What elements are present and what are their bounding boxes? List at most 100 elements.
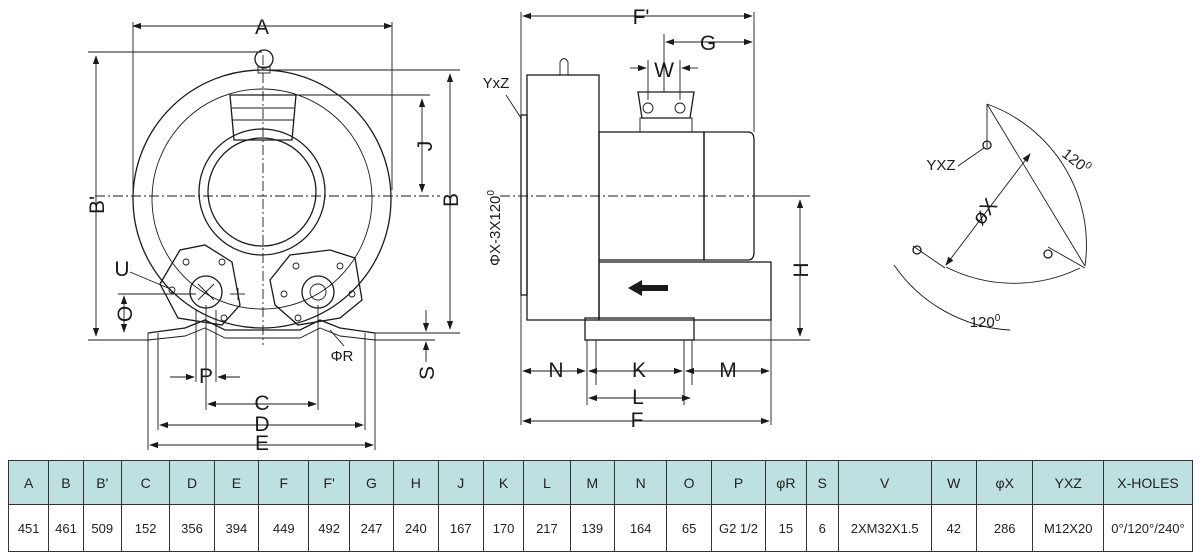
header-H: H [393, 460, 439, 505]
cell-W: 42 [930, 504, 977, 552]
label-phiR: ΦR [331, 348, 354, 365]
technical-drawing: A B' B J U O P C D E [86, 6, 1094, 450]
cell-B-prime: 509 [82, 504, 122, 552]
header-V: V [837, 460, 932, 505]
header-G: G [348, 460, 395, 505]
degree-mark: 0 [486, 190, 497, 196]
cell-M: 139 [569, 504, 615, 552]
header-phiR: φR [765, 460, 807, 505]
inlet-flange [159, 244, 241, 326]
cell-X-HOLES: 0°/120°/240° [1103, 504, 1193, 552]
dim-label-K: K [632, 359, 646, 382]
cell-N: 164 [613, 504, 668, 552]
table-row: 451 461 509 152 356 394 449 492 247 240 … [7, 504, 1193, 552]
label-flange-YXZ: YXZ [926, 157, 955, 174]
header-W: W [930, 460, 977, 505]
flange-hole-top [982, 140, 992, 150]
dim-label-O: O [114, 306, 137, 322]
table-header-row: A B B' C D E F F' G H J K L M N O P φR S… [7, 460, 1193, 505]
outlet-flange [269, 249, 363, 326]
dim-label-E: E [255, 432, 269, 450]
cell-F-prime: 492 [308, 504, 350, 552]
header-J: J [437, 460, 484, 505]
cell-phiX: 286 [975, 504, 1034, 552]
header-C: C [120, 460, 171, 505]
header-N: N [613, 460, 668, 505]
angle-degree-top: 0 [1083, 160, 1095, 172]
flow-arrow-icon [628, 280, 668, 296]
header-A: A [7, 460, 50, 505]
header-F-prime: F' [308, 460, 350, 505]
header-P: P [710, 460, 767, 505]
flange-hole-right [1043, 249, 1053, 259]
header-K: K [482, 460, 525, 505]
dim-label-W: W [654, 59, 674, 82]
front-view: A B' B J U O P C D E [86, 16, 463, 450]
dim-label-B-prime: B' [86, 196, 109, 214]
dim-label-H: H [790, 262, 813, 277]
dim-label-G: G [700, 32, 716, 55]
port-tower [637, 91, 695, 119]
dim-label-D: D [254, 413, 269, 436]
cell-YXZ: M12X20 [1032, 504, 1105, 552]
header-B: B [48, 460, 84, 505]
dim-label-F-prime: F' [633, 6, 650, 29]
cell-F: 449 [258, 504, 310, 552]
cell-P: G2 1/2 [710, 504, 767, 552]
header-L: L [523, 460, 571, 505]
header-S: S [805, 460, 839, 505]
svg-text:1200: 1200 [970, 313, 1001, 331]
cell-C: 152 [120, 504, 171, 552]
housing-side [526, 74, 600, 321]
cell-A: 451 [7, 504, 50, 552]
dim-label-P: P [199, 365, 213, 388]
blower-housing [132, 69, 392, 329]
svg-text:1200: 1200 [1058, 145, 1094, 178]
motor-end-cap [703, 131, 755, 261]
dim-label-L: L [632, 386, 644, 409]
header-YXZ: YXZ [1032, 460, 1105, 505]
inlet-bore [207, 137, 317, 247]
header-phiX: φX [975, 460, 1034, 505]
dim-label-C: C [254, 392, 269, 415]
outlet-port [301, 275, 335, 309]
header-D: D [169, 460, 215, 505]
cell-J: 167 [437, 504, 484, 552]
cell-O: 65 [666, 504, 712, 552]
angle-degree-bottom: 0 [995, 313, 1001, 324]
lifting-eye [254, 49, 274, 69]
dim-label-A: A [255, 16, 269, 39]
dim-label-S: S [416, 366, 439, 380]
label-phiX-3X120: ΦX-3X120 [487, 196, 504, 266]
dim-label-M: M [719, 359, 737, 382]
side-view: F' G W YxZ ΦX-3X1200 H N K M [483, 6, 813, 432]
label-U: U [114, 258, 129, 281]
base-plate [598, 261, 772, 321]
header-E: E [213, 460, 260, 505]
header-B-prime: B' [82, 460, 122, 505]
dim-label-B: B [440, 193, 463, 207]
dim-label-N: N [548, 359, 563, 382]
header-X-HOLES: X-HOLES [1103, 460, 1193, 505]
dimensions-table: A B B' C D E F F' G H J K L M N O P φR S… [7, 460, 1193, 552]
cell-D: 356 [169, 504, 215, 552]
header-O: O [666, 460, 712, 505]
flange-view: øX YXZ 1200 1200 [893, 103, 1094, 331]
cell-H: 240 [393, 504, 439, 552]
header-M: M [569, 460, 615, 505]
cell-L: 217 [523, 504, 571, 552]
angle-label-bottom: 120 [970, 314, 995, 331]
inlet-ring [198, 128, 326, 256]
cell-K: 170 [482, 504, 525, 552]
dim-label-F: F [631, 409, 644, 432]
cell-S: 6 [805, 504, 839, 552]
cell-E: 394 [213, 504, 260, 552]
cell-V: 2XM32X1.5 [837, 504, 932, 552]
cell-phiR: 15 [765, 504, 807, 552]
header-F: F [258, 460, 310, 505]
flange-hole-left [912, 245, 922, 255]
terminal-box [229, 94, 297, 141]
label-flange-phiX: øX [968, 194, 1003, 229]
svg-text:ΦX-3X1200: ΦX-3X1200 [486, 190, 504, 266]
cell-B: 461 [48, 504, 84, 552]
